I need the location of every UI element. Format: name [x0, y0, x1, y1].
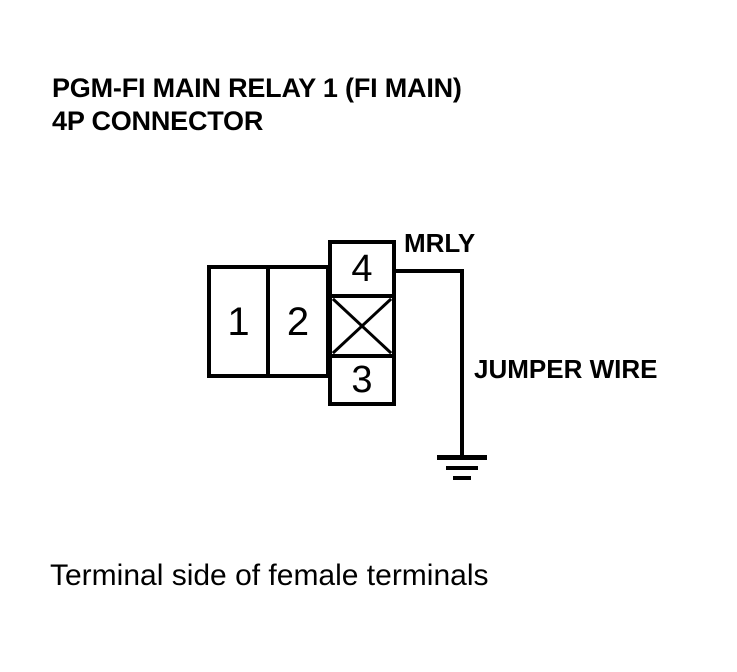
figure-title-line-1: PGM-FI MAIN RELAY 1 (FI MAIN) [52, 73, 462, 103]
ground-icon-bar-1 [437, 455, 487, 460]
jumper-wire-label: JUMPER WIRE [474, 354, 658, 384]
terminal-cavity-4: 4 [328, 240, 396, 298]
x-cross-icon [332, 298, 392, 354]
figure-title-line-2: 4P CONNECTOR [52, 106, 264, 136]
terminal-number-2: 2 [286, 299, 310, 344]
ground-icon-bar-3 [453, 476, 471, 480]
terminal-number-3: 3 [351, 359, 373, 401]
terminal-cavity-2: 2 [266, 265, 330, 378]
jumper-wire-vertical-segment [460, 269, 464, 457]
ground-icon-bar-2 [446, 466, 478, 470]
mrly-label: MRLY [404, 228, 476, 258]
figure-caption: Terminal side of female terminals [50, 559, 489, 592]
terminal-cavity-1: 1 [207, 265, 270, 378]
figure-title: PGM-FI MAIN RELAY 1 (FI MAIN) 4P CONNECT… [52, 72, 672, 138]
terminal-cavity-3: 3 [328, 354, 396, 406]
jumper-wire-horizontal-segment [394, 269, 464, 273]
blank-cavity [328, 294, 396, 358]
terminal-number-4: 4 [351, 248, 373, 290]
terminal-number-1: 1 [227, 299, 250, 344]
